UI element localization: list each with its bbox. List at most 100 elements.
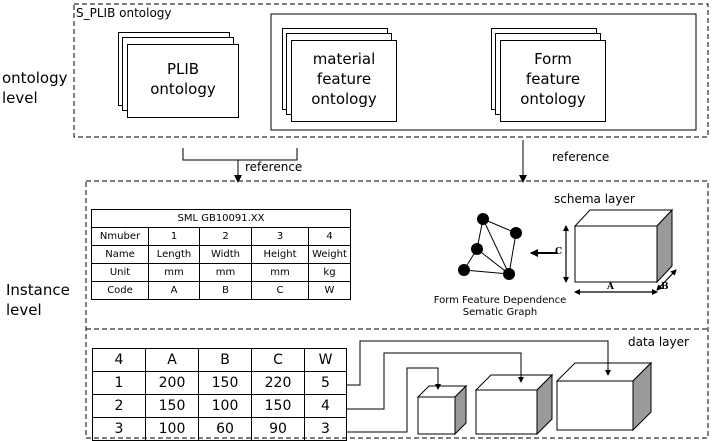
- dimension-label-c: C: [555, 247, 563, 257]
- table-cell: 1: [92, 371, 146, 395]
- schema-layer-label: schema layer: [554, 192, 635, 206]
- table-cell: kg: [308, 263, 351, 282]
- table-cell: mm: [251, 263, 309, 282]
- table-cell: 150: [145, 394, 199, 418]
- table-cell: B: [198, 348, 252, 372]
- table-cell: 220: [251, 371, 305, 395]
- table-cell: mm: [148, 263, 200, 282]
- graph-caption-line2: Sematic Graph: [462, 307, 538, 318]
- data-layer-label: data layer: [628, 335, 689, 349]
- instance-level-line2: level: [6, 301, 42, 319]
- data-cube-small: [416, 384, 468, 436]
- table-cell: A: [148, 281, 200, 300]
- table-cell: 4: [308, 227, 351, 246]
- table-cell: Unit: [91, 263, 149, 282]
- data-cube-medium: [474, 373, 554, 436]
- table-row: Unit mm mm mm kg: [91, 263, 351, 282]
- row3-connector: [347, 367, 441, 433]
- sml-table: SML GB10091.XX Nmuber 1 2 3 4 Name Lengt…: [91, 209, 351, 300]
- table-cell: Height: [251, 245, 309, 264]
- sml-table-title: SML GB10091.XX: [91, 209, 351, 228]
- table-cell: 3: [304, 417, 347, 441]
- table-row: 3 100 60 90 3: [92, 417, 347, 441]
- plib-line2: ontology: [150, 80, 216, 98]
- graph-node: [458, 264, 470, 276]
- table-cell: 100: [145, 417, 199, 441]
- ontology-box: [73, 3, 709, 138]
- table-cell: 3: [92, 417, 146, 441]
- table-cell: mm: [199, 263, 252, 282]
- material-line1: material: [312, 50, 376, 68]
- row1-connector: [347, 340, 611, 386]
- plib-ontology-stack: PLIB ontology: [118, 32, 248, 128]
- table-cell: 1: [148, 227, 200, 246]
- table-cell: 100: [198, 394, 252, 418]
- table-cell: Nmuber: [91, 227, 149, 246]
- sml-title-row: SML GB10091.XX: [91, 209, 351, 228]
- graph-node: [510, 227, 522, 239]
- material-line2: feature: [316, 70, 372, 88]
- table-cell: 4: [304, 394, 347, 418]
- table-row: Code A B C W: [91, 281, 351, 300]
- instance-level-label: Instance level: [6, 280, 70, 320]
- table-cell: C: [251, 281, 309, 300]
- table-row: 4 A B C W: [92, 348, 347, 372]
- table-cell: 2: [92, 394, 146, 418]
- table-cell: B: [199, 281, 252, 300]
- material-text: material feature ontology: [292, 49, 396, 109]
- table-cell: W: [308, 281, 351, 300]
- ontology-level-line2: level: [2, 89, 38, 107]
- table-cell: W: [304, 348, 347, 372]
- graph-node: [503, 268, 515, 280]
- ontology-box-title: S_PLIB ontology: [76, 6, 172, 20]
- table-cell: Length: [148, 245, 200, 264]
- table-cell: C: [251, 348, 305, 372]
- graph-caption: Form Feature Dependence Sematic Graph: [420, 295, 580, 319]
- feature-ontology-box: [270, 13, 697, 131]
- row2-connector: [347, 352, 524, 410]
- reference-bracket-left: [182, 148, 298, 161]
- material-feature-ontology-stack: material feature ontology: [282, 28, 402, 128]
- material-line3: ontology: [311, 90, 377, 108]
- table-row: 2 150 100 150 4: [92, 394, 347, 418]
- reference-label-left: reference: [245, 160, 303, 174]
- table-cell: Code: [91, 281, 149, 300]
- plib-line1: PLIB: [166, 60, 200, 78]
- reference-label-right: reference: [552, 150, 610, 164]
- table-cell: 2: [199, 227, 252, 246]
- table-cell: 4: [92, 348, 146, 372]
- table-cell: Width: [199, 245, 252, 264]
- plib-text: PLIB ontology: [128, 59, 238, 99]
- table-cell: Name: [91, 245, 149, 264]
- schema-cube: [573, 208, 674, 284]
- form-line2: feature: [525, 70, 581, 88]
- ontology-level-label: ontology level: [2, 68, 68, 108]
- table-row: 1 200 150 220 5: [92, 371, 347, 395]
- table-row: Nmuber 1 2 3 4: [91, 227, 351, 246]
- table-cell: 200: [145, 371, 199, 395]
- dimension-label-b: B: [661, 282, 669, 292]
- dependence-graph: [458, 213, 522, 280]
- form-line1: Form: [534, 50, 572, 68]
- graph-node: [471, 243, 483, 255]
- data-cube-large: [555, 361, 653, 432]
- table-cell: 3: [251, 227, 309, 246]
- table-cell: A: [145, 348, 199, 372]
- table-cell: 150: [198, 371, 252, 395]
- dimension-label-a: A: [607, 282, 614, 292]
- table-cell: 150: [251, 394, 305, 418]
- form-line3: ontology: [520, 90, 586, 108]
- table-cell: Weight: [308, 245, 351, 264]
- data-table: 4 A B C W 1 200 150 220 5 2 150 100 150 …: [92, 348, 347, 441]
- table-cell: 60: [198, 417, 252, 441]
- graph-caption-line1: Form Feature Dependence: [433, 295, 567, 306]
- table-cell: 5: [304, 371, 347, 395]
- ontology-level-line1: ontology: [2, 69, 68, 87]
- instance-level-line1: Instance: [6, 281, 70, 299]
- form-text: Form feature ontology: [501, 49, 605, 109]
- form-feature-ontology-stack: Form feature ontology: [491, 28, 611, 128]
- table-row: Name Length Width Height Weight: [91, 245, 351, 264]
- graph-node: [477, 213, 489, 225]
- table-cell: 90: [251, 417, 305, 441]
